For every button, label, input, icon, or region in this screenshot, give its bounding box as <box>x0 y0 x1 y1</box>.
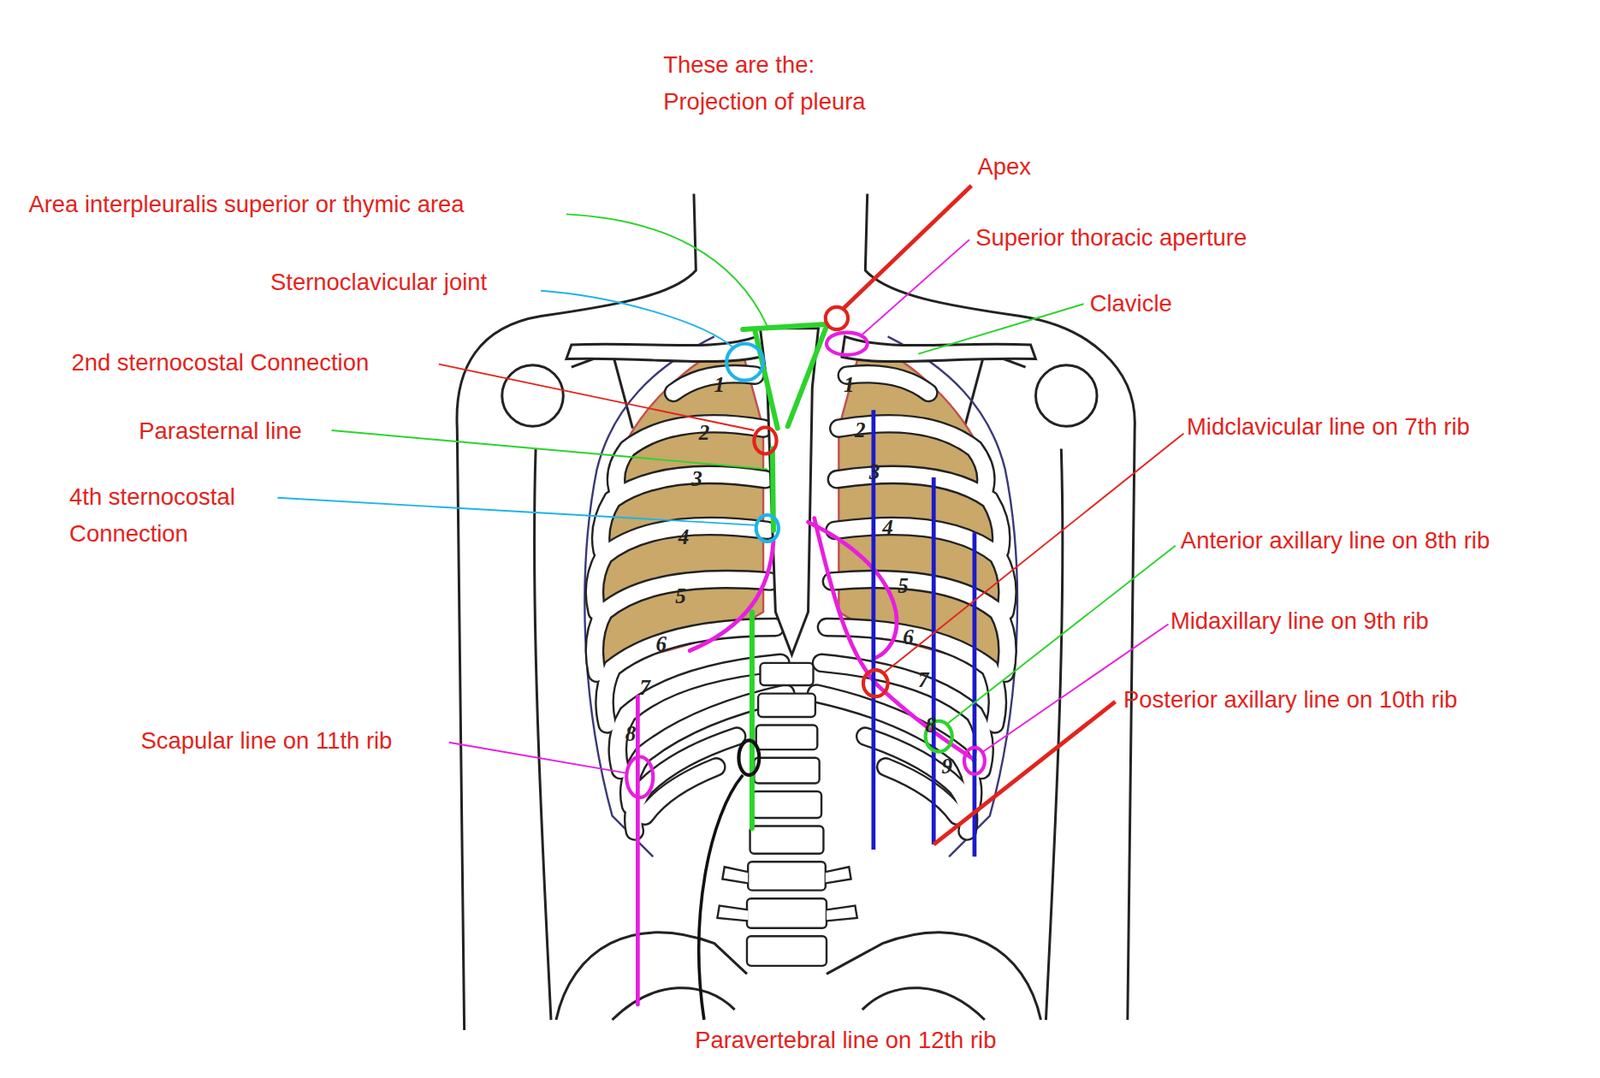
sternum <box>759 328 818 655</box>
rib-number: 1 <box>714 374 726 397</box>
rib-number: 3 <box>691 468 703 491</box>
rib-number: 5 <box>897 575 909 598</box>
rib-number: 4 <box>882 517 894 540</box>
callout-label: Clavicle <box>1090 285 1173 322</box>
body-outline <box>456 193 1135 1030</box>
rib-number: 7 <box>639 677 651 700</box>
rib-number: 5 <box>675 586 687 608</box>
reference-line <box>873 409 975 857</box>
callout-label: Paravertebral line on 12th rib <box>694 1023 996 1060</box>
callout-label: Superior thoracic aperture <box>975 219 1247 256</box>
callout-label: Parasternal line <box>138 413 303 450</box>
marker-circle <box>626 307 985 798</box>
callout-label: Area interpleuralis superior or thymic a… <box>28 186 464 223</box>
rib-number: 9 <box>941 756 953 778</box>
rib-number: 2 <box>854 420 866 442</box>
pelvis <box>556 932 1041 1020</box>
leader-line <box>277 185 1184 1020</box>
rib-number: 7 <box>918 669 930 692</box>
title-text: These are the: Projection of pleura <box>663 47 919 120</box>
rib-number: 8 <box>625 723 637 746</box>
rib-number: 8 <box>924 715 937 737</box>
callout-label: Apex <box>977 148 1032 185</box>
callout-label: Sternoclavicular joint <box>270 264 487 301</box>
rib-number: 3 <box>869 461 881 483</box>
rib-number: 2 <box>699 422 711 445</box>
callout-label: Posterior axillary line on 10th rib <box>1123 681 1458 718</box>
pleura-projection-line <box>742 324 827 829</box>
rib-number: 4 <box>678 527 690 549</box>
callout-label: Midclavicular line on 7th rib <box>1186 408 1470 445</box>
rib-number: 1 <box>843 374 855 397</box>
vertebra <box>717 663 857 966</box>
pleura-border-line <box>637 518 975 1006</box>
rib-number: 6 <box>902 627 914 649</box>
callout-label: 4th sternocostal Connection <box>69 479 304 552</box>
callout-label: Anterior axillary line on 8th rib <box>1180 523 1490 560</box>
rib-number: 6 <box>656 634 668 656</box>
callout-label: 2nd sternocostal Connection <box>71 344 369 381</box>
callout-label: Scapular line on 11th rib <box>141 722 393 759</box>
callout-label: Midaxillary line on 9th rib <box>1170 604 1429 640</box>
